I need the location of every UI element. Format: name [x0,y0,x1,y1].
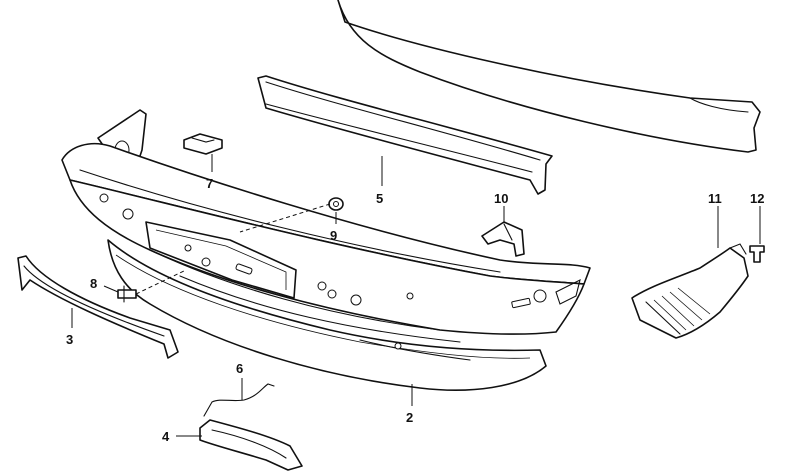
bracket [481,221,525,257]
screw [117,285,137,303]
air-duct [631,243,749,339]
callout-8: 8 [90,276,97,291]
clip-nut [183,133,223,155]
callout-12: 12 [750,191,764,206]
bumper-cover [61,109,591,391]
leader-8 [103,285,119,293]
grille-insert [199,419,303,471]
assembly-line-9 [239,203,331,233]
callout-11: 11 [708,191,722,206]
callout-6: 6 [236,361,243,376]
callout-7: 7 [206,176,213,191]
callout-10: 10 [494,191,508,206]
nut [328,197,344,211]
wire-clip [203,383,275,417]
callout-9: 9 [330,228,337,243]
callout-3: 3 [66,332,73,347]
callout-2: 2 [406,410,413,425]
upper-trim-strip [257,75,553,195]
callout-4: 4 [162,429,170,444]
fastener [749,245,765,263]
bumper-carrier [337,0,761,153]
assembly-line-8 [135,269,187,295]
side-trim-strip [17,255,179,359]
callout-5: 5 [376,191,383,206]
